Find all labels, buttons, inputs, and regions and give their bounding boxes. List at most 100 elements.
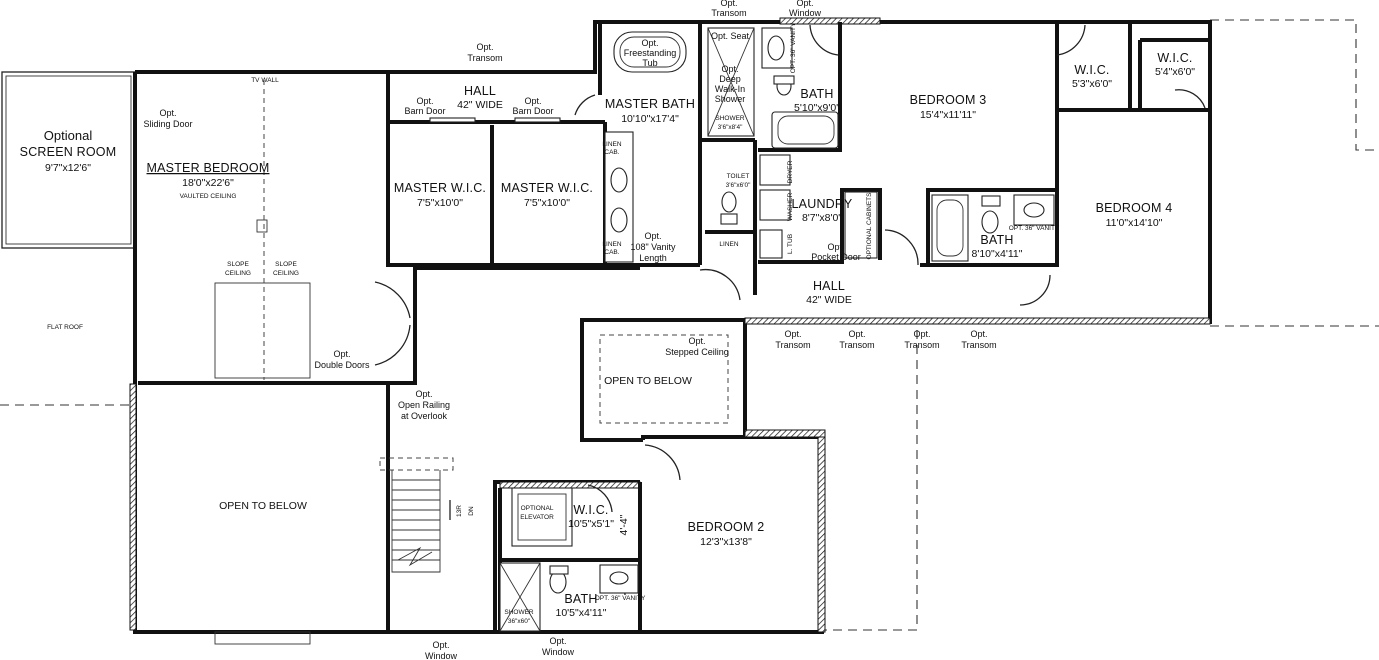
hall-top-name: HALL xyxy=(464,84,496,98)
bath-right-dim: 8'10"x4'11" xyxy=(972,248,1023,260)
open-to-below-left: OPEN TO BELOW xyxy=(219,500,307,512)
bath-bottom-dim: 10'5"x4'11" xyxy=(556,607,607,619)
fixtures xyxy=(214,27,1055,645)
barn-door-right-1: Opt. xyxy=(524,96,541,106)
transom-4-b: Transom xyxy=(961,340,996,350)
master-wic-right-dim: 7'5"x10'0" xyxy=(524,197,570,209)
transom-2-b: Transom xyxy=(839,340,874,350)
shower-master-2: 3'6"x8'4" xyxy=(718,124,743,131)
linen-cab-bottom-2: CAB. xyxy=(604,249,619,256)
hatched-walls xyxy=(129,17,1211,633)
transom-3-a: Opt. xyxy=(913,329,930,339)
transom-2-a: Opt. xyxy=(848,329,865,339)
transom-top-1: Opt. xyxy=(476,42,493,52)
vanity-length-1: Opt. xyxy=(644,231,661,241)
window-bottom-right-1: Opt. xyxy=(549,636,566,646)
walk-in-shower-3: Walk-In xyxy=(715,84,745,94)
washer-label: WASHER xyxy=(787,193,794,222)
bedroom3-name: BEDROOM 3 xyxy=(910,93,987,107)
tv-wall-label: TV WALL xyxy=(251,77,279,84)
open-railing-1: Opt. xyxy=(415,389,432,399)
double-doors-1: Opt. xyxy=(333,349,350,359)
bath-top-vanity: OPT. 36" VANITY xyxy=(790,22,797,73)
transom-master-bath-1: Opt. xyxy=(720,0,737,8)
bath-top-dim: 5'10"x9'0" xyxy=(794,102,840,114)
window-bottom-left-1: Opt. xyxy=(432,640,449,650)
double-doors-2: Double Doors xyxy=(314,360,370,370)
sliding-door-2: Sliding Door xyxy=(143,119,192,129)
shower-bottom-1: SHOWER xyxy=(504,609,534,616)
shower-master-1: SHOWER xyxy=(715,115,745,122)
opt-seat-label: Opt. Seat xyxy=(711,31,750,41)
labels: Optional SCREEN ROOM 9'7"x12'6" MASTER B… xyxy=(20,0,1196,660)
stairs-up: 13R xyxy=(456,505,463,517)
barn-door-left-1: Opt. xyxy=(416,96,433,106)
barn-door-right-2: Barn Door xyxy=(512,106,553,116)
dryer-label: DRYER xyxy=(787,160,794,183)
window-bottom-right-2: Window xyxy=(542,647,575,657)
window-bath-top-1: Opt. xyxy=(796,0,813,8)
slope-ceiling-left-1: SLOPE xyxy=(227,261,249,268)
interior-walls xyxy=(386,22,1212,632)
walk-in-shower-2: Deep xyxy=(719,74,741,84)
transom-4-a: Opt. xyxy=(970,329,987,339)
hall-mid-name: HALL xyxy=(813,279,845,293)
toilet-room-name: TOILET xyxy=(727,173,750,180)
stepped-ceiling-1: Opt. xyxy=(688,336,705,346)
elevator-1: OPTIONAL xyxy=(521,505,554,512)
window-bath-top-2: Window xyxy=(789,8,822,18)
shower-bottom-2: 36"x60" xyxy=(508,618,531,625)
bath-right-name: BATH xyxy=(980,233,1013,247)
wic-b2-name: W.I.C. xyxy=(573,503,608,517)
open-to-below-mid: OPEN TO BELOW xyxy=(604,375,692,387)
tub-label-3: Tub xyxy=(642,58,657,68)
wic-b2-dim: 10'5"x5'1" xyxy=(568,518,614,530)
transom-1-a: Opt. xyxy=(784,329,801,339)
hall-mid-dim: 42" WIDE xyxy=(806,294,852,306)
slope-ceiling-left-2: CEILING xyxy=(225,270,251,277)
tub-label-2: Freestanding xyxy=(624,48,677,58)
wic-b4-dim: 5'4"x6'0" xyxy=(1155,66,1195,78)
master-bedroom-note: VAULTED CEILING xyxy=(180,193,237,200)
elevator-2: ELEVATOR xyxy=(520,514,554,521)
linen-cab-top-2: CAB. xyxy=(604,149,619,156)
bedroom2-name: BEDROOM 2 xyxy=(688,520,765,534)
screen-room-label-2: SCREEN ROOM xyxy=(20,145,117,159)
master-wic-right-name: MASTER W.I.C. xyxy=(501,181,593,195)
pocket-door-1: Opt. xyxy=(827,242,844,252)
master-bedroom-dim: 18'0"x22'6" xyxy=(182,177,234,189)
dim-4-4: 4'-4" xyxy=(618,514,630,535)
bedroom2-dim: 12'3"x13'8" xyxy=(700,536,752,548)
laundry-name: LAUNDRY xyxy=(792,197,853,211)
bath-top-name: BATH xyxy=(800,87,833,101)
stepped-ceiling-2: Stepped Ceiling xyxy=(665,347,729,357)
vanity-length-2: 108" Vanity xyxy=(630,242,676,252)
laundry-tub-label: L. TUB xyxy=(787,234,794,254)
barn-door-left-2: Barn Door xyxy=(404,106,445,116)
master-bath-name: MASTER BATH xyxy=(605,97,695,111)
bath-right-vanity: OPT. 36" VANITY xyxy=(1009,225,1060,232)
roof-outline-lines xyxy=(0,19,1379,631)
transom-top-2: Transom xyxy=(467,53,502,63)
flat-roof-label: FLAT ROOF xyxy=(47,324,83,331)
wic-b3-dim: 5'3"x6'0" xyxy=(1072,78,1112,90)
wic-b3-name: W.I.C. xyxy=(1074,63,1109,77)
pocket-door-2: Pocket Door xyxy=(811,252,861,262)
open-railing-3: at Overlook xyxy=(401,411,448,421)
screen-room-dim: 9'7"x12'6" xyxy=(45,162,91,174)
wic-b4-name: W.I.C. xyxy=(1157,51,1192,65)
walk-in-shower-4: Shower xyxy=(715,94,746,104)
linen-label: LINEN xyxy=(719,241,738,248)
laundry-dim: 8'7"x8'0" xyxy=(802,212,842,224)
optional-cabinets-label: OPTIONAL CABINETS xyxy=(866,192,873,260)
slope-ceiling-right-1: SLOPE xyxy=(275,261,297,268)
vanity-length-3: Length xyxy=(639,253,667,263)
walk-in-shower-1: Opt. xyxy=(721,64,738,74)
bedroom4-name: BEDROOM 4 xyxy=(1096,201,1173,215)
transom-master-bath-2: Transom xyxy=(711,8,746,18)
tub-label-1: Opt. xyxy=(641,38,658,48)
master-bedroom-name: MASTER BEDROOM xyxy=(147,161,270,175)
master-wic-left-name: MASTER W.I.C. xyxy=(394,181,486,195)
hall-top-dim: 42" WIDE xyxy=(457,99,503,111)
